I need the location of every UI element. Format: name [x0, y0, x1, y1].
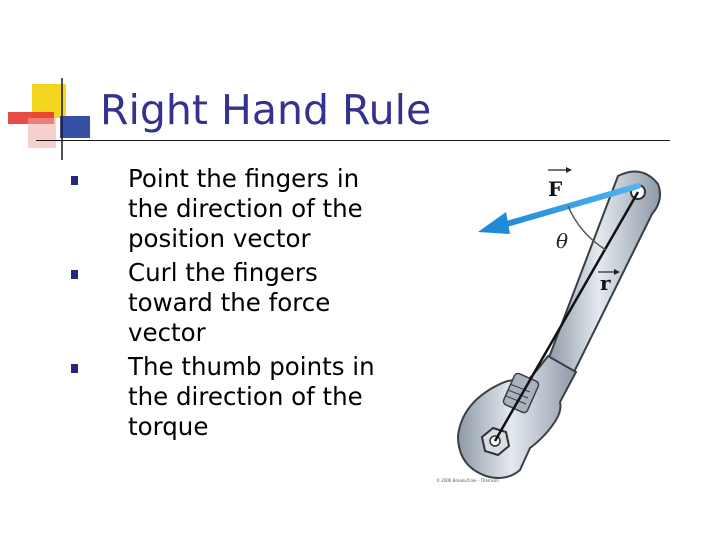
bullet-text: Curl the fingers toward the force vector: [128, 258, 331, 347]
force-arrow: [478, 183, 641, 234]
radius-label: r: [598, 269, 620, 295]
angle-arc: [567, 205, 607, 251]
deco-blue-square: [60, 116, 90, 138]
wrench-figure: F θ r © 2006 Brooks/Cole - Thomson: [436, 167, 661, 483]
corner-decoration: [8, 78, 90, 160]
wrench: [456, 170, 661, 479]
force-label: F: [548, 167, 572, 201]
bullet-square-icon: [71, 176, 78, 185]
svg-text:r: r: [600, 271, 611, 295]
page-title: Right Hand Rule: [100, 86, 432, 134]
bullet-list: Point the fingers in the direction of th…: [70, 164, 390, 446]
radius-line: [493, 191, 640, 442]
angle-label: θ: [556, 229, 568, 253]
list-item: Curl the fingers toward the force vector: [70, 258, 390, 348]
adjuster-teeth: [505, 383, 531, 405]
bullet-text: The thumb points in the direction of the…: [128, 352, 375, 441]
bullet-square-icon: [71, 364, 78, 373]
deco-red-bar-fade: [28, 118, 56, 148]
title-divider: [36, 140, 670, 141]
bullet-text: Point the fingers in the direction of th…: [128, 164, 363, 253]
svg-text:F: F: [548, 177, 562, 201]
list-item: The thumb points in the direction of the…: [70, 352, 390, 442]
list-item: Point the fingers in the direction of th…: [70, 164, 390, 254]
figure-credit: © 2006 Brooks/Cole - Thomson: [436, 478, 499, 483]
bullet-square-icon: [71, 270, 78, 279]
